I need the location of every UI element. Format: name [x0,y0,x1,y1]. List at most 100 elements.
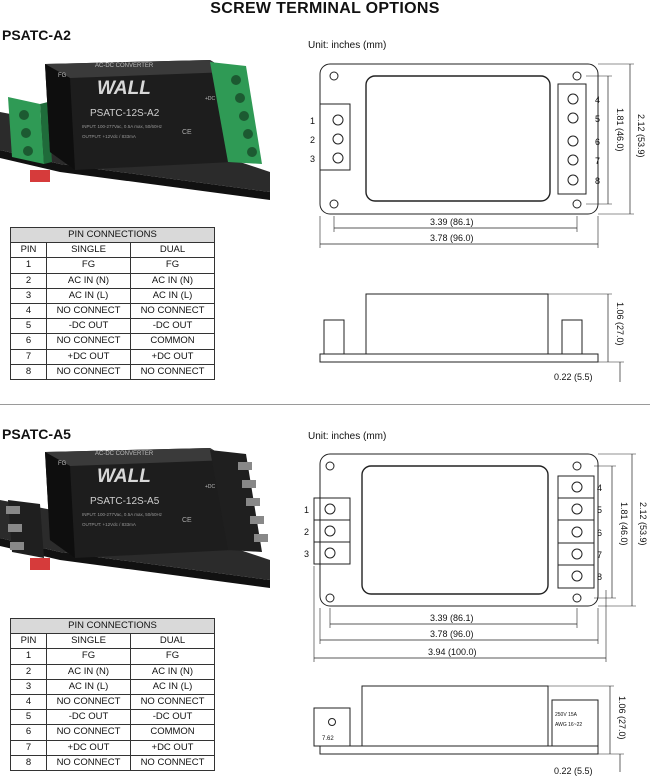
red-switch-a2 [30,170,50,182]
product-header-a5: AC-DC CONVERTER [95,451,154,457]
dimension-drawing-a5: 1 2 3 4 5 6 7 8 3.39 (86.1) 3.78 (96.0) … [304,453,648,776]
table-row: 5-DC OUT-DC OUT [10,318,215,335]
cell: 3 [10,287,47,304]
pin-label: 7 [597,550,602,560]
terminal-block-left-a2 [8,97,52,164]
table-row: 5-DC OUT-DC OUT [10,709,215,726]
product-part-a5: PSATC-12S-A5 [90,496,160,507]
unit-note-a5: Unit: inches (mm) [308,431,387,442]
cell: FG [130,257,215,274]
cell: NO CONNECT [46,724,131,741]
pin-label: 2 [310,135,315,145]
page-title: SCREW TERMINAL OPTIONS [210,0,440,17]
dim-label: 2.12 (53.9) [636,114,646,158]
cell: 7 [10,739,47,756]
col-header: PIN [10,633,47,650]
terminal-block-left-a5 [6,500,44,558]
product-input-a5: INPUT: 100-277Vac, 0.5A max, 50/60Hz [82,512,163,517]
cell: 1 [10,648,47,665]
terminal-block-right-a2 [210,62,262,164]
dim-label: 1.81 (46.0) [615,108,625,152]
dim-label: 1.81 (46.0) [619,502,629,546]
cell: 8 [10,754,47,771]
dim-label: 3.94 (100.0) [428,647,477,657]
cell: -DC OUT [130,709,215,726]
table-row: 7+DC OUT+DC OUT [10,348,215,365]
cell: FG [46,648,131,665]
pin-label: 8 [597,572,602,582]
cell: 4 [10,693,47,711]
cell: AC IN (N) [130,663,215,680]
col-header: PIN [10,242,47,259]
cell: 6 [10,724,47,741]
product-input-a2: INPUT: 100-277Vac, 0.5A max, 50/60Hz [82,124,163,129]
cell: NO CONNECT [46,754,131,771]
cell: +DC OUT [130,739,215,756]
cell: FG [46,257,131,274]
dim-label: 3.78 (96.0) [430,629,474,639]
terminal-block-right-a5 [210,450,268,552]
dim-label: 0.22 (5.5) [554,372,593,382]
cell: 7 [10,348,47,365]
product-output-a5: OUTPUT: +12Vdc / 833mA [82,522,136,527]
cell: 3 [10,678,47,695]
pin-label: 8 [595,176,600,186]
pin-label: 3 [304,549,309,559]
pin-label: 6 [597,528,602,538]
cell: AC IN (L) [46,678,131,695]
product-part-a2: PSATC-12S-A2 [90,108,160,119]
cell: NO CONNECT [46,693,131,711]
cell: AC IN (N) [130,272,215,289]
cell: AC IN (L) [130,678,215,695]
product-photo-a5: AC-DC CONVERTER FG WALL PSATC-12S-A5 INP… [0,448,270,588]
cell: AC IN (L) [46,287,131,304]
cell: -DC OUT [46,709,131,726]
cell: NO CONNECT [46,363,131,380]
pin-label: 7 [595,156,600,166]
col-header: DUAL [130,633,215,650]
cell: NO CONNECT [130,693,215,711]
cell: AC IN (N) [46,272,131,289]
dim-label: 3.39 (86.1) [430,217,474,227]
product-photo-a2: AC-DC CONVERTER FG WALL PSATC-12S-A2 INP… [0,60,270,200]
unit-note-a2: Unit: inches (mm) [308,40,387,51]
pin-label: 2 [304,527,309,537]
cell: 1 [10,257,47,274]
cell: NO CONNECT [46,302,131,320]
cell: AC IN (N) [46,663,131,680]
cell: 5 [10,709,47,726]
pin-label: 1 [310,116,315,126]
cell: 2 [10,272,47,289]
cell: FG [130,648,215,665]
pin-label: 5 [595,114,600,124]
pin-label: 1 [304,505,309,515]
col-header: SINGLE [46,242,131,259]
cell: 5 [10,318,47,335]
pin-label: 6 [595,137,600,147]
cell: COMMON [130,333,215,350]
terminal-label-left: 7.62 [322,736,334,742]
cell: 2 [10,663,47,680]
product-fg-a2: FG [58,73,67,79]
dim-label: 2.12 (53.9) [638,502,648,546]
table-caption: PIN CONNECTIONS [10,226,215,244]
table-row: 7+DC OUT+DC OUT [10,739,215,756]
terminal-label-right-1: 250V 15A [555,712,578,718]
dim-label: 1.06 (27.0) [615,302,625,346]
product-fg-a5: FG [58,461,67,467]
model-title-a5: PSATC-A5 [2,426,71,442]
col-header: SINGLE [46,633,131,650]
pin-label: 4 [597,483,602,493]
cell: NO CONNECT [46,333,131,350]
